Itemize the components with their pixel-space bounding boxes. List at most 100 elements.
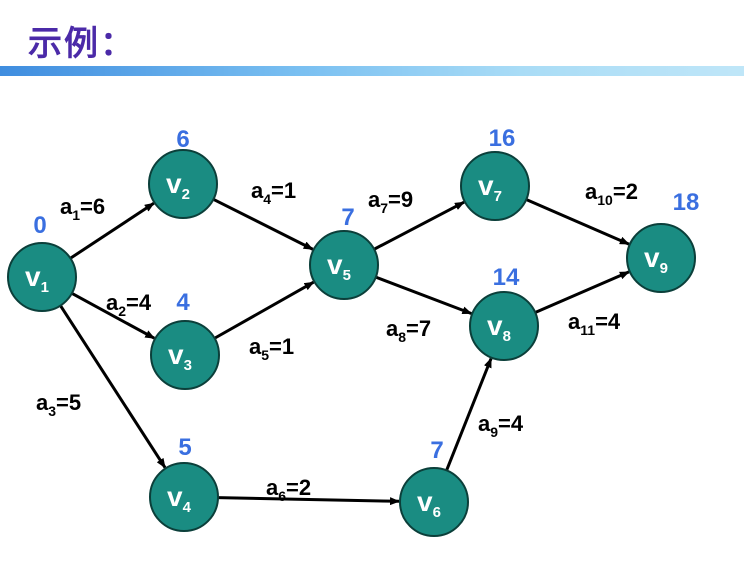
node-letter: v <box>166 168 182 199</box>
node-v2 <box>148 149 218 219</box>
edge-label-name: a <box>106 290 119 315</box>
edge-v5-v8 <box>375 275 473 315</box>
edge-label-value: 2 <box>626 179 638 204</box>
edge-label-name: a <box>386 316 399 341</box>
edge-v1-v4 <box>59 304 167 469</box>
node-letter: v <box>644 242 660 273</box>
node-subscript: 9 <box>660 260 668 277</box>
node-letter: v <box>487 310 503 341</box>
edge-label-equals: = <box>286 475 299 500</box>
node-label-v1: v1 <box>25 261 49 296</box>
edge-label-value: 6 <box>93 194 105 219</box>
edge-label-a2: a2=4 <box>106 290 152 319</box>
edge-label-value: 1 <box>284 178 296 203</box>
edge-v2-v5 <box>212 197 314 251</box>
edge-label-equals: = <box>388 187 401 212</box>
event-time-v6: 7 <box>430 437 443 464</box>
node-label-v5: v5 <box>327 249 351 284</box>
edge-v1-v3 <box>71 291 156 340</box>
event-time-v7: 16 <box>489 125 516 152</box>
event-time-v5: 7 <box>341 204 354 231</box>
node-subscript: 7 <box>494 188 502 205</box>
edge-label-equals: = <box>126 290 139 315</box>
edge-label-a11: a11=4 <box>568 309 621 338</box>
edge-label-name: a <box>36 390 49 415</box>
edge-label-subscript: 10 <box>597 192 613 208</box>
event-time-v2: 6 <box>176 126 189 153</box>
node-v3 <box>150 320 220 390</box>
edge-label-subscript: 1 <box>72 207 80 223</box>
edge-label-subscript: 9 <box>490 424 498 440</box>
node-v9 <box>626 223 696 293</box>
edge-label-name: a <box>60 194 73 219</box>
edge-label-name: a <box>266 475 279 500</box>
edge-label-equals: = <box>498 411 511 436</box>
node-label-v6: v6 <box>417 486 441 521</box>
node-subscript: 6 <box>433 504 441 521</box>
edge-label-value: 2 <box>299 475 311 500</box>
edge-label-equals: = <box>406 316 419 341</box>
edge-v6-v8 <box>445 357 493 471</box>
edge-label-name: a <box>568 309 581 334</box>
node-label-v3: v3 <box>168 339 192 374</box>
edge-label-a5: a5=1 <box>249 334 294 363</box>
event-time-v8: 14 <box>493 264 520 291</box>
edge-label-name: a <box>251 178 264 203</box>
node-subscript: 3 <box>184 357 192 374</box>
labels-layer: a1=6a2=4a3=5a4=1a5=1a6=2a7=9a8=7a9=4a10=… <box>33 125 699 504</box>
edge-v3-v5 <box>213 280 315 340</box>
node-letter: v <box>168 339 184 370</box>
edge-label-a4: a4=1 <box>251 178 296 207</box>
event-time-v3: 4 <box>176 289 190 316</box>
edge-label-subscript: 7 <box>380 200 388 216</box>
edge-label-subscript: 11 <box>580 322 595 338</box>
node-v7 <box>460 151 530 221</box>
edge-label-subscript: 2 <box>118 303 126 319</box>
edge-label-a10: a10=2 <box>585 179 638 208</box>
edges-layer <box>59 197 630 506</box>
node-subscript: 2 <box>182 186 190 203</box>
edge-label-equals: = <box>271 178 284 203</box>
node-label-v8: v8 <box>487 310 511 345</box>
edge-label-name: a <box>478 411 491 436</box>
node-v4 <box>149 462 219 532</box>
node-letter: v <box>417 486 433 517</box>
edge-v4-v6 <box>217 496 401 506</box>
event-time-v1: 0 <box>33 212 46 239</box>
edge-label-value: 4 <box>139 290 152 315</box>
edge-label-value: 4 <box>608 309 621 334</box>
edge-label-a8: a8=7 <box>386 316 431 345</box>
edge-label-subscript: 5 <box>261 347 269 363</box>
node-letter: v <box>327 249 343 280</box>
edge-v8-v9 <box>534 270 630 314</box>
edge-label-equals: = <box>56 390 69 415</box>
node-v1 <box>7 242 77 312</box>
edge-label-name: a <box>585 179 598 204</box>
title-divider <box>0 66 744 76</box>
node-subscript: 8 <box>503 328 511 345</box>
event-time-v4: 5 <box>178 434 191 461</box>
edge-label-equals: = <box>595 309 608 334</box>
edge-label-equals: = <box>269 334 282 359</box>
edge-label-name: a <box>368 187 381 212</box>
node-label-v4: v4 <box>167 481 192 516</box>
edge-label-a1: a1=6 <box>60 194 105 223</box>
edge-label-a9: a9=4 <box>478 411 524 440</box>
node-v8 <box>469 291 539 361</box>
event-time-v9: 18 <box>673 189 700 216</box>
edge-label-value: 4 <box>511 411 524 436</box>
edge-v7-v9 <box>525 198 630 246</box>
edge-label-equals: = <box>80 194 93 219</box>
edge-label-subscript: 8 <box>398 329 406 345</box>
edge-label-a6: a6=2 <box>266 475 311 504</box>
edge-label-subscript: 4 <box>263 191 271 207</box>
edge-label-value: 5 <box>69 390 81 415</box>
node-v6 <box>399 467 469 537</box>
node-subscript: 1 <box>41 279 49 296</box>
node-letter: v <box>167 481 183 512</box>
node-label-v7: v7 <box>478 170 502 205</box>
edge-label-name: a <box>249 334 262 359</box>
page-title: 示例： <box>28 24 136 64</box>
edge-v1-v2 <box>69 202 155 260</box>
edge-label-value: 7 <box>419 316 431 341</box>
